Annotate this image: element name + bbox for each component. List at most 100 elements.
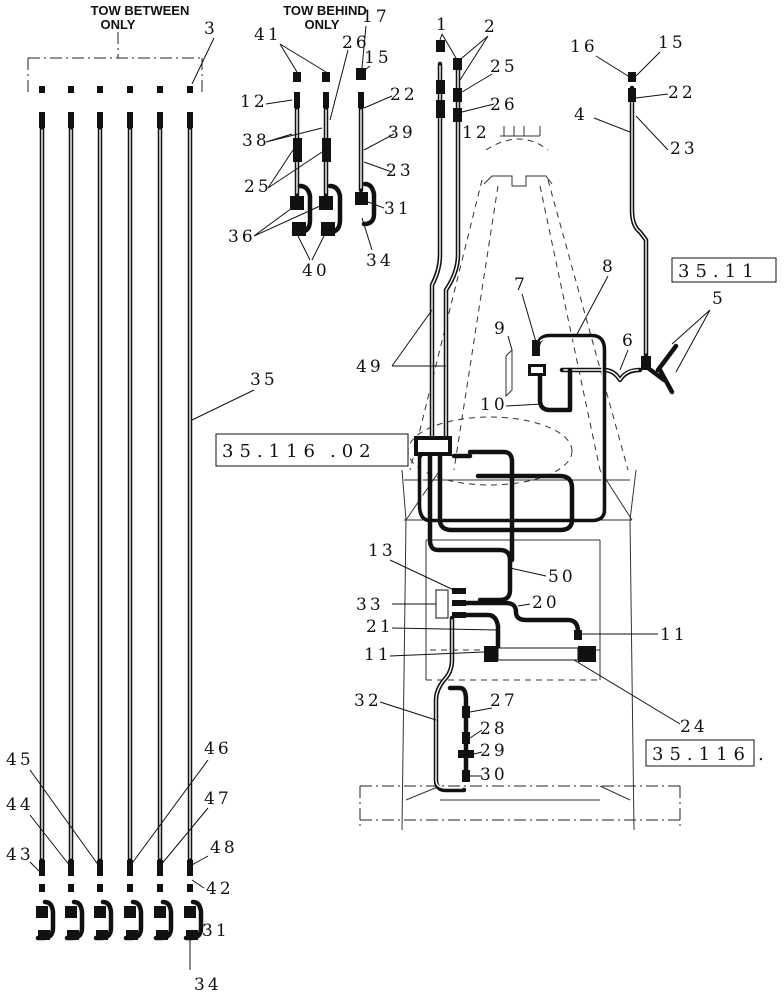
callout-40: 40	[302, 261, 330, 281]
callout-44: 44	[6, 795, 34, 815]
quick-coupler-icon	[124, 906, 136, 918]
hose-fitting	[157, 860, 163, 876]
callout-16: 16	[570, 37, 598, 57]
main-hoses	[414, 40, 679, 793]
long-hoses	[35, 86, 204, 941]
hose-fitting	[97, 860, 103, 876]
callout-36: 36	[228, 227, 256, 247]
callout-26-mid: 26	[490, 95, 518, 115]
tow-between-header-line1: TOW BETWEEN	[91, 3, 190, 18]
callout-2: 2	[484, 17, 498, 37]
callout-47: 47	[204, 789, 232, 809]
tow-between-group: TOW BETWEEN ONLY 45 44 43 46 47 48 42 31…	[6, 3, 278, 995]
hose-end-cap	[97, 86, 103, 93]
hose-4	[629, 85, 649, 358]
callout-38: 38	[242, 131, 270, 151]
callout-39: 39	[388, 123, 416, 143]
hose-fitting	[127, 112, 133, 128]
ref-box-35-11	[671, 257, 777, 283]
callout-21: 21	[366, 617, 394, 637]
callout-12-mid: 12	[462, 123, 490, 143]
leader-35	[191, 389, 255, 421]
ref-35-116-bottom-suffix: .	[758, 744, 770, 765]
tow-behind-group: TOW BEHIND ONLY	[228, 3, 418, 281]
tow-between-header-line2: ONLY	[101, 17, 136, 32]
callout-13: 13	[368, 541, 396, 561]
ref-35-11: 35.11	[678, 261, 760, 282]
callout-23-right: 23	[670, 139, 698, 159]
callout-46: 46	[204, 739, 232, 759]
hose-end-cap	[187, 86, 193, 93]
callout-10: 10	[480, 395, 508, 415]
callout-50: 50	[548, 567, 576, 587]
callout-23-top: 23	[386, 161, 414, 181]
ref-35-116: 35.116	[222, 441, 321, 462]
callout-25-left: 25	[244, 177, 272, 197]
callout-29: 29	[480, 741, 508, 761]
callout-33: 33	[356, 595, 384, 615]
tee-29	[458, 750, 474, 758]
callout-30: 30	[480, 765, 508, 785]
fitting-5	[645, 343, 679, 395]
quick-coupler-icon	[94, 906, 106, 918]
callout-6: 6	[622, 331, 636, 351]
callout-9: 9	[494, 319, 508, 339]
callout-42: 42	[206, 879, 234, 899]
coupler	[293, 138, 302, 162]
hose-fitting	[157, 112, 163, 128]
hose-49a	[429, 61, 443, 443]
callout-17: 17	[362, 7, 390, 27]
manifold-33	[435, 589, 449, 619]
hose-end-cap	[127, 86, 133, 93]
hose-20	[463, 600, 581, 635]
leaders-43-44-45	[29, 769, 100, 875]
fitting	[293, 72, 301, 82]
callout-15-right: 15	[658, 33, 686, 53]
hose-fitting	[68, 112, 74, 128]
hose-fitting	[187, 860, 193, 876]
tow-behind-leaders	[253, 25, 395, 261]
callout-34-bottom: 34	[194, 975, 222, 995]
hose-8	[417, 333, 607, 523]
hose-50	[427, 453, 513, 603]
callout-22-right: 22	[668, 83, 696, 103]
callout-41: 41	[254, 25, 282, 45]
callout-3: 3	[204, 19, 218, 39]
callout-15-top: 15	[364, 48, 392, 68]
hose-fitting	[97, 112, 103, 128]
callout-31-bottom: 31	[202, 921, 230, 941]
callout-35: 35	[250, 370, 278, 390]
callout-7: 7	[514, 275, 528, 295]
callout-22-top: 22	[390, 85, 418, 105]
callout-28: 28	[480, 719, 508, 739]
tow-behind-header-line2: ONLY	[305, 17, 340, 32]
tow-between-bracket	[27, 32, 203, 92]
callout-27: 27	[490, 691, 518, 711]
hose-end-cap	[68, 86, 74, 93]
hose-fitting	[127, 860, 133, 876]
hose-fitting	[68, 860, 74, 876]
callout-20: 20	[532, 593, 560, 613]
callout-11-right: 11	[660, 625, 688, 645]
callout-12-left: 12	[240, 92, 268, 112]
hose-27	[447, 685, 469, 773]
hose-10	[537, 367, 573, 413]
tow-behind-header-line1: TOW BEHIND	[283, 3, 367, 18]
callout-31-top: 31	[384, 199, 412, 219]
callout-34-top: 34	[366, 251, 394, 271]
tow-behind-hose-1	[290, 72, 313, 236]
callout-11-left: 11	[364, 645, 392, 665]
cylinder-24	[497, 647, 579, 661]
hose-21	[463, 612, 501, 653]
quick-coupler-icon	[154, 906, 166, 918]
fitting	[294, 92, 300, 108]
leaders-42-46-47-48	[129, 759, 209, 889]
tow-behind-hose-2	[319, 72, 343, 236]
quick-coupler-icon	[36, 906, 48, 918]
callout-24: 24	[680, 717, 708, 737]
callout-1: 1	[436, 15, 450, 35]
callout-32: 32	[354, 691, 382, 711]
hose-end-cap	[157, 86, 163, 93]
ref-35-116-bottom: 35.116	[652, 744, 751, 765]
